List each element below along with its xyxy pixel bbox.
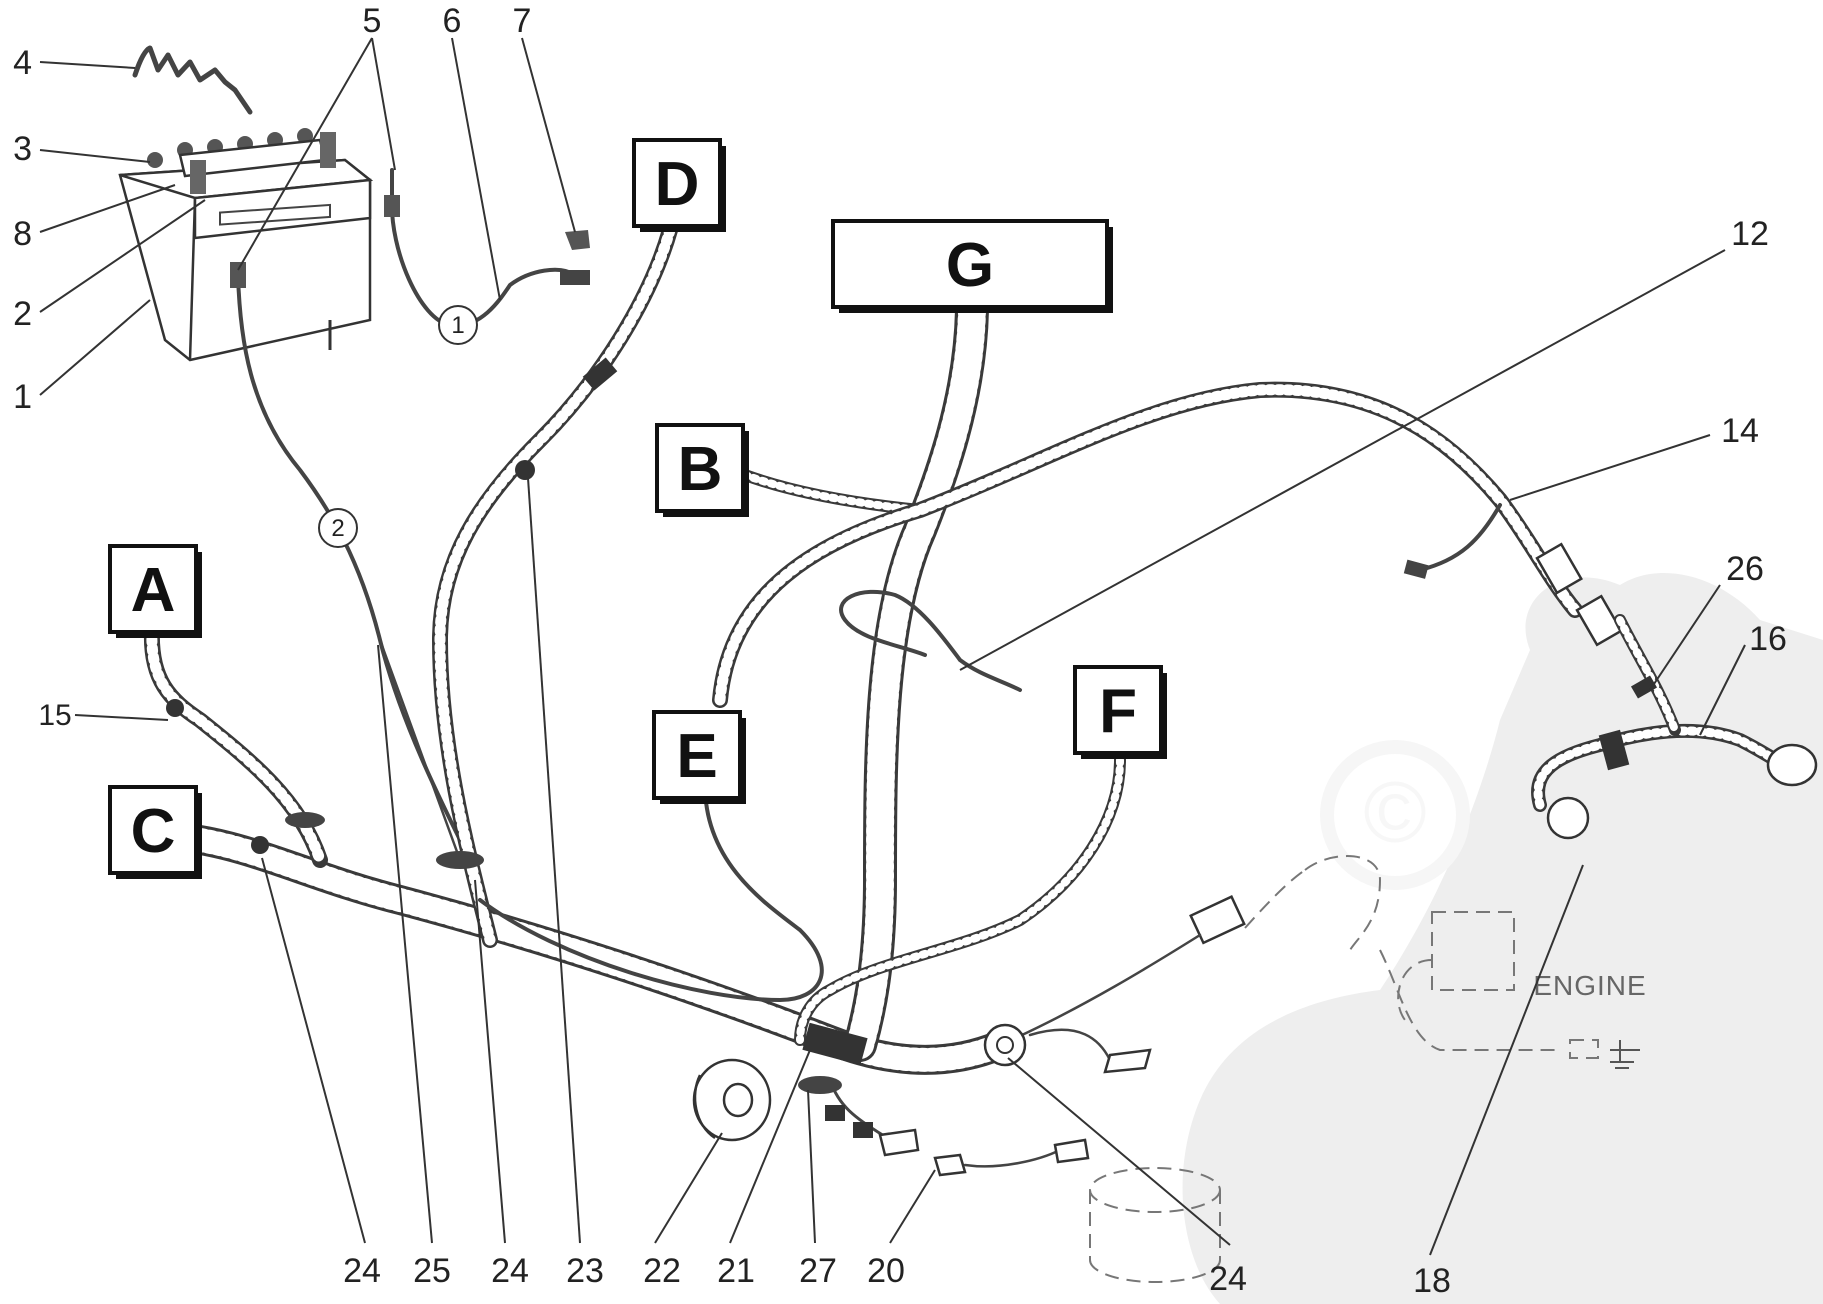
- band-clamp-16: [1598, 729, 1630, 771]
- upper-harness-loom: [712, 381, 1583, 708]
- connector-26: [1575, 594, 1623, 647]
- branch-d-loom: [432, 222, 678, 948]
- branch-e-cable: [478, 783, 824, 1002]
- svg-text:2: 2: [331, 515, 344, 542]
- part-number-2: 2: [13, 295, 32, 333]
- junction-block-21: [802, 1022, 868, 1066]
- flag-terminal-24: [1103, 1048, 1152, 1074]
- leader-lines: [39, 37, 1746, 1256]
- battery-terminal-positive: [320, 132, 336, 168]
- circled-label-1: 1: [438, 305, 478, 345]
- connector-18-plug: [1546, 796, 1590, 840]
- vent-hose: [132, 45, 253, 115]
- positive-terminal-clip: [230, 262, 246, 288]
- part-number-25: 25: [413, 1252, 451, 1290]
- ignition-wire: [998, 933, 1202, 1047]
- part-number-24-left: 24: [343, 1252, 381, 1290]
- engine-outline: ENGINE: [1089, 855, 1646, 1283]
- part-number-8: 8: [13, 215, 32, 253]
- ground-terminal: [560, 270, 590, 285]
- connector-27-block: [825, 1105, 845, 1121]
- terminal-20: [933, 1153, 967, 1177]
- ring-22: [692, 1058, 772, 1142]
- svg-text:G: G: [946, 231, 994, 300]
- engine-dashed-wire: [1379, 949, 1560, 1051]
- engine-ground-connector: [1569, 1039, 1599, 1059]
- engine-dashed-box: [1431, 911, 1515, 991]
- engine-dashed-link: [1397, 959, 1433, 1021]
- terminal-27: [878, 1128, 920, 1157]
- engine-label: ENGINE: [1533, 970, 1646, 1001]
- part-number-16: 16: [1749, 620, 1787, 658]
- svg-text:F: F: [1099, 677, 1137, 746]
- part-number-27: 27: [799, 1252, 837, 1290]
- svg-text:A: A: [131, 556, 176, 625]
- cable-tie-12: [839, 589, 1022, 692]
- ignition-dashed-lead: [1244, 869, 1306, 929]
- part-number-22: 22: [643, 1252, 681, 1290]
- circled-label-2: 2: [318, 508, 358, 548]
- part-number-1: 1: [13, 378, 32, 416]
- ignition-connector: [1189, 895, 1246, 945]
- watermark: ©: [1182, 572, 1823, 1304]
- cable-end-clip: [384, 195, 400, 217]
- branch-14-lead: [1418, 503, 1502, 572]
- connector-box-b: B: [655, 423, 749, 517]
- part-number-4: 4: [13, 44, 32, 82]
- branch-f-loom: [794, 754, 1126, 1046]
- svg-text:D: D: [655, 150, 700, 219]
- part-number-26: 26: [1726, 550, 1764, 588]
- dashed-cylinder: [1089, 1167, 1221, 1283]
- part-number-20: 20: [867, 1252, 905, 1290]
- connector-box-g: G: [831, 219, 1113, 313]
- engine-dashed-loop: [1304, 855, 1382, 951]
- part-number-5: 5: [363, 2, 382, 40]
- ground-symbol: [1610, 1040, 1640, 1069]
- svg-text:B: B: [678, 435, 723, 504]
- battery: [118, 128, 374, 362]
- clips: [166, 357, 1658, 1094]
- connector-box-f: F: [1073, 665, 1167, 759]
- connector-box-d: D: [632, 138, 726, 232]
- connector-14: [1535, 542, 1583, 595]
- part-number-6: 6: [443, 2, 462, 40]
- connector-box-a: A: [108, 544, 202, 638]
- watermark-silhouette: [1182, 572, 1823, 1304]
- part-number-15: 15: [38, 699, 71, 732]
- part-number-18: 18: [1413, 1262, 1451, 1300]
- positive-cable-branch: [378, 638, 462, 862]
- part-number-12: 12: [1731, 215, 1769, 253]
- part-number-21: 21: [717, 1252, 755, 1290]
- part-number-24-middle: 24: [491, 1252, 529, 1290]
- connector-box-c: C: [108, 785, 202, 879]
- grommet-24-right: [983, 1023, 1027, 1067]
- svg-text:1: 1: [451, 312, 464, 339]
- connector-16-plug: [1766, 743, 1818, 787]
- watermark-circle: [1320, 740, 1470, 890]
- positive-cable-2: [236, 273, 472, 862]
- terminal-cap-7: [565, 230, 590, 250]
- connector-box-e: E: [652, 710, 746, 804]
- part-number-14: 14: [1721, 412, 1759, 450]
- svg-text:C: C: [131, 797, 176, 866]
- ground-cable-1: [389, 168, 577, 328]
- part-number-23: 23: [566, 1252, 604, 1290]
- part-number-7: 7: [513, 2, 532, 40]
- watermark-copyright: ©: [1363, 765, 1426, 861]
- part-numbers: 4 3 8 2 1 5 6 7 12 14 26 16 15 18 24 25 …: [13, 2, 1787, 1300]
- part-number-24-right: 24: [1209, 1260, 1247, 1298]
- svg-text:E: E: [676, 722, 717, 791]
- battery-terminal-negative: [190, 160, 206, 194]
- part-number-3: 3: [13, 130, 32, 168]
